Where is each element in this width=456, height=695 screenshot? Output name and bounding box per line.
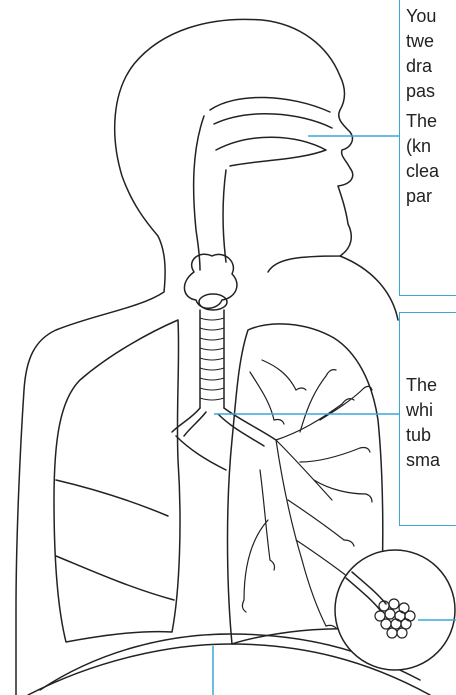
annotation-line: clea — [406, 159, 456, 184]
nasal-cavity — [210, 97, 332, 128]
torso-right-edge — [340, 256, 398, 320]
annotation-line: You — [406, 4, 456, 29]
larynx — [184, 254, 237, 308]
annotation-middle-paragraph-1: The whi tub sma — [406, 373, 456, 473]
lung-left-lobe-line-2 — [56, 480, 168, 516]
annotation-top-paragraph-2: The (kn clea par — [406, 109, 456, 209]
lung-left-lobe-line-1 — [56, 556, 174, 600]
mediastinum — [176, 436, 226, 470]
annotation-line: The — [406, 109, 456, 134]
lung-left — [54, 320, 180, 642]
annotation-line: dra — [406, 54, 456, 79]
oral-cavity — [216, 137, 326, 166]
annotation-line: tub — [406, 423, 456, 448]
annotation-line: whi — [406, 398, 456, 423]
alveoli-inset — [335, 550, 455, 670]
annotation-line: The — [406, 373, 456, 398]
pharynx-front — [223, 170, 226, 262]
annotation-line: par — [406, 184, 456, 209]
annotation-line: pas — [406, 79, 456, 104]
annotation-panel-top: You twe dra pas The (kn clea par — [399, 0, 456, 296]
body-outline — [16, 19, 353, 695]
annotation-panel-middle: The whi tub sma — [399, 312, 456, 526]
annotation-line: sma — [406, 448, 456, 473]
annotation-line: (kn — [406, 134, 456, 159]
trachea-rings — [200, 318, 224, 400]
pharynx-back — [194, 116, 204, 270]
annotation-top-paragraph-1: You twe dra pas — [406, 4, 456, 104]
annotation-line: twe — [406, 29, 456, 54]
